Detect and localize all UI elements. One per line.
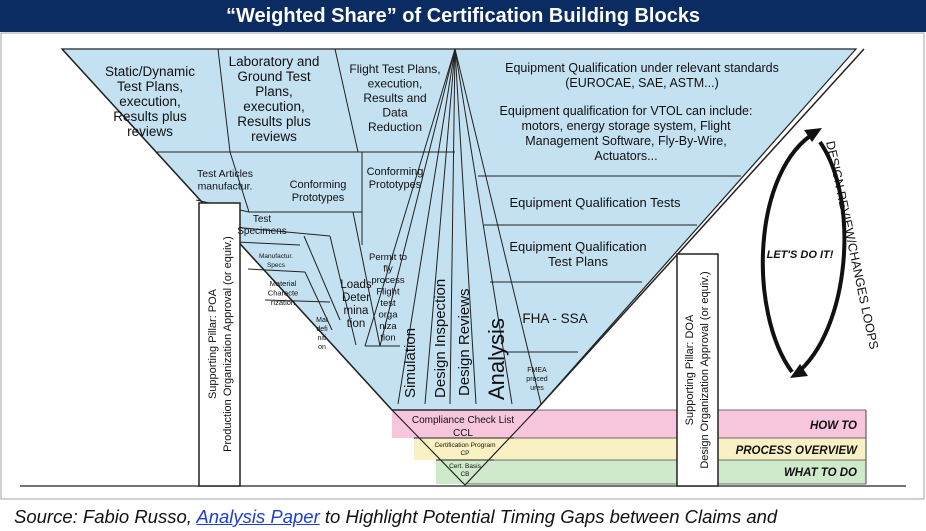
equipment-qualification-tests-label: Equipment Qualification Tests — [509, 195, 681, 210]
design-inspection-label: Design Inspection — [432, 279, 449, 398]
process-overview-label: PROCESS OVERVIEW — [736, 445, 859, 457]
how-to-band — [392, 410, 866, 438]
what-to-do-band — [436, 460, 866, 484]
source-citation: Source: Fabio Russo, Analysis Paper to H… — [14, 506, 924, 531]
lets-do-it-label: LET'S DO IT! — [767, 249, 834, 261]
design-reviews-label: Design Reviews — [456, 288, 473, 396]
fha-ssa-label: FHA - SSA — [522, 311, 587, 326]
simulation-label: Simulation — [402, 328, 419, 398]
loop-arrow-down — [794, 140, 847, 376]
loop-arrow-up — [760, 130, 818, 374]
analysis-paper-link[interactable]: Analysis Paper — [196, 506, 320, 527]
analysis-label: Analysis — [484, 318, 509, 400]
manufactur-specs-label: Manufactur.Specs — [259, 253, 293, 269]
page-title: “Weighted Share” of Certification Buildi… — [0, 0, 926, 32]
source-prefix: Source: Fabio Russo, — [14, 506, 197, 527]
funnel-tip — [390, 409, 538, 486]
doa-pillar — [676, 253, 719, 487]
source-suffix: to Highlight Potential Timing Gaps betwe… — [319, 506, 778, 527]
equipment-qualification-vtol-label: Equipment qualification for VTOL can inc… — [500, 104, 753, 163]
how-to-label: HOW TO — [810, 420, 857, 432]
what-to-do-label: WHAT TO DO — [784, 467, 857, 479]
poa-pillar — [198, 202, 241, 487]
process-overview-band — [414, 438, 866, 460]
equipment-qualification-standards-label: Equipment Qualification under relevant s… — [505, 61, 779, 90]
right-v-line — [535, 48, 865, 411]
